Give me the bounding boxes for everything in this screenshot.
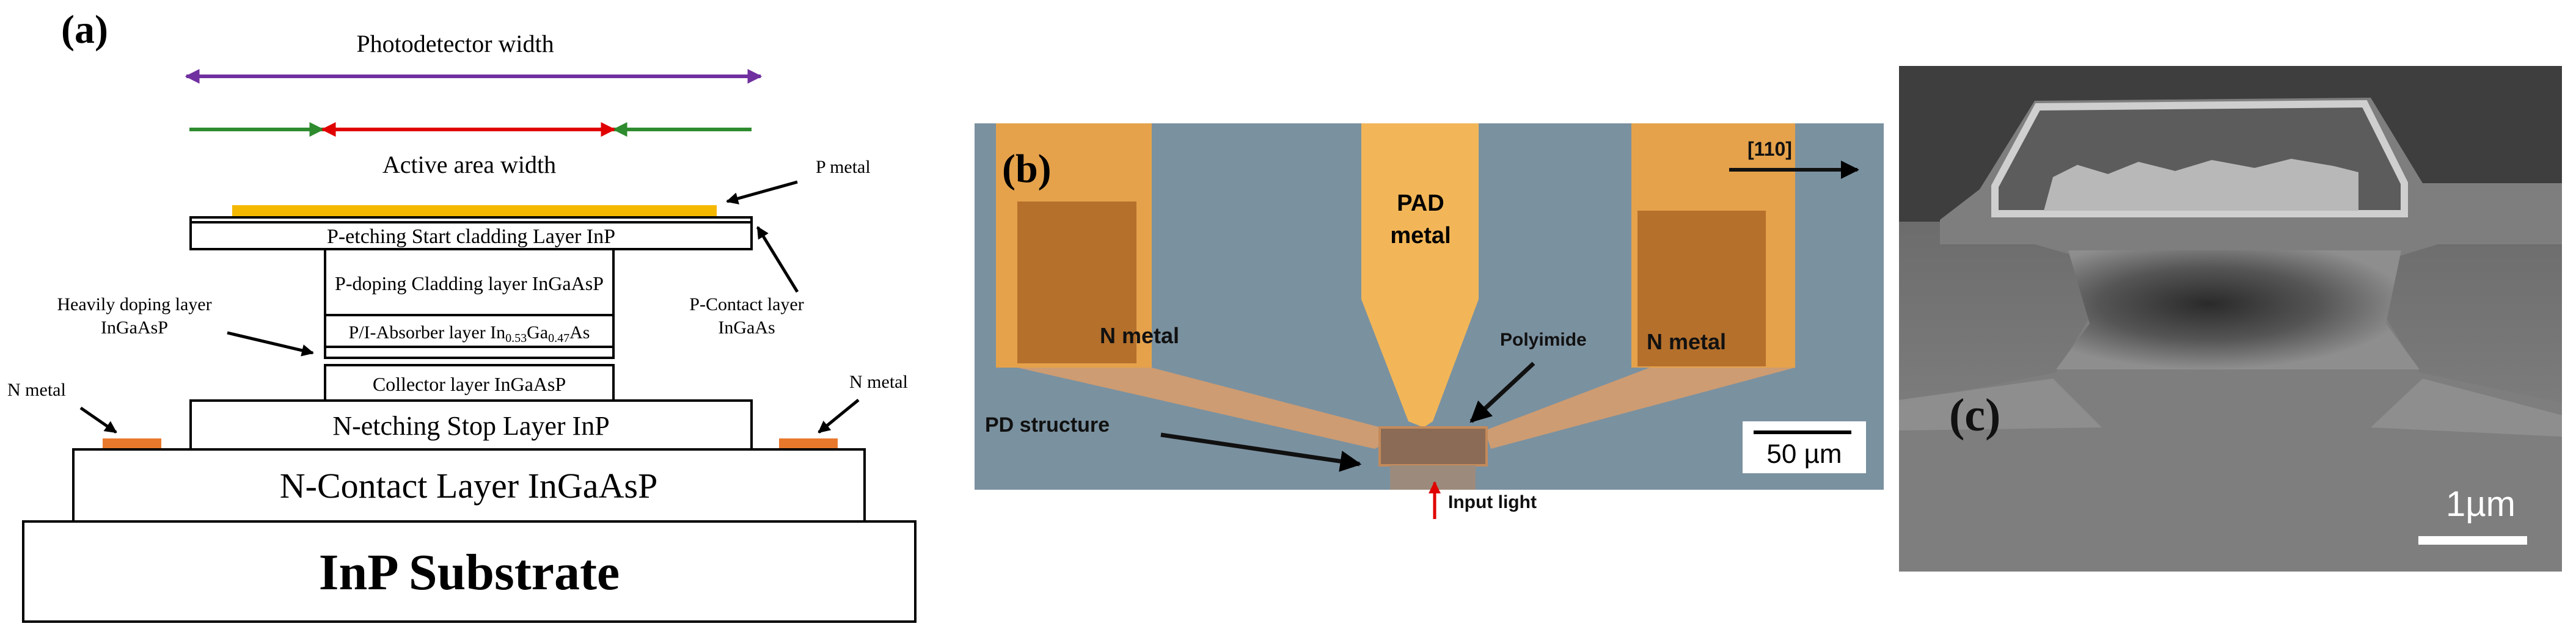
photodetector-width-label: Photodetector width [356,30,554,57]
n-metal-left-label: N metal [7,380,66,400]
pd-structure-pointer [1160,432,1362,472]
scale-label-c: 1µm [2446,484,2516,524]
panel-a-label: (a) [61,7,108,52]
right-n-metal-pad [1637,211,1766,366]
n-metal-right-label: N metal [849,372,908,392]
p-metal-pointer [726,180,798,205]
collector-label: Collector layer InGaAsP [373,373,566,395]
heavily-doping-label-line2: InGaAsP [101,318,168,338]
sem-metal-top [2044,159,2358,211]
scale-bar-c [2418,536,2527,545]
pad-label-line2: metal [1390,223,1451,249]
p-metal-bar [232,205,717,217]
panel-b: (b) PAD metal N metal N metal [110] Poly… [975,123,1884,519]
p-metal-label: P metal [816,157,871,177]
n-metal-left-label-b: N metal [1100,323,1179,348]
sem-groove-left [1899,379,2102,430]
panel-c-label: (c) [1949,390,2000,441]
heavily-doping-layer [324,346,615,359]
heavily-doping-label-line1: Heavily doping layer [57,294,211,314]
pd-structure-body [1380,427,1487,465]
absorber-layer [324,314,615,348]
p-contact-label-line2: InGaAs [718,318,775,338]
p-doping-cladding-layer [324,248,615,316]
n-metal-pad-left [103,438,161,449]
n-contact-layer [72,448,866,523]
active-area-width-label: Active area width [382,151,556,178]
heavily-doping-pointer [227,331,314,357]
sem-mesa-body [2056,250,2420,369]
n-etch-stop-layer [189,399,753,451]
n-etch-stop-label: N-etching Stop Layer InP [332,411,609,441]
right-taper-trace [1485,368,1795,449]
left-n-metal-pad [1017,202,1136,363]
p-contact-pointer [756,226,799,293]
input-light-label: Input light [1448,492,1537,512]
collector-layer [324,364,615,402]
direction-label: [110] [1747,138,1792,160]
sem-groove-right [2371,379,2562,437]
substrate-label: InP Substrate [319,544,620,601]
scale-bar-box-b [1743,421,1866,473]
substrate-layer [22,520,917,623]
p-doping-cladding-label: P-doping Cladding layer InGaAsP [335,272,604,294]
polyimide-pointer [1469,361,1535,423]
n-metal-right-label-b: N metal [1647,329,1726,354]
n-metal-pad-right [779,438,838,449]
n-metal-left-pointer [79,406,117,434]
n-contact-label: N-Contact Layer InGaAsP [280,466,658,506]
polyimide-label: Polyimide [1500,330,1587,350]
p-etch-start-label: P-etching Start cladding Layer InP [327,225,615,248]
absorber-label: P/I-Absorber layer In0.53Ga0.47As [349,322,590,345]
left-taper-trace [1017,368,1381,449]
panel-c: (c) 1µm [1899,66,2562,572]
scale-label-b: 50 µm [1766,439,1842,469]
pad-label-line1: PAD [1397,191,1444,216]
n-metal-right-pointer [818,399,860,434]
pad-metal [1361,123,1479,427]
pd-structure-label: PD structure [985,413,1110,437]
pd-structure-base [1390,465,1476,490]
panel-a: (a) Photodetector width Active area widt… [7,7,917,623]
panel-b-label: (b) [1002,147,1052,191]
p-contact-label-line1: P-Contact layer [689,294,803,314]
